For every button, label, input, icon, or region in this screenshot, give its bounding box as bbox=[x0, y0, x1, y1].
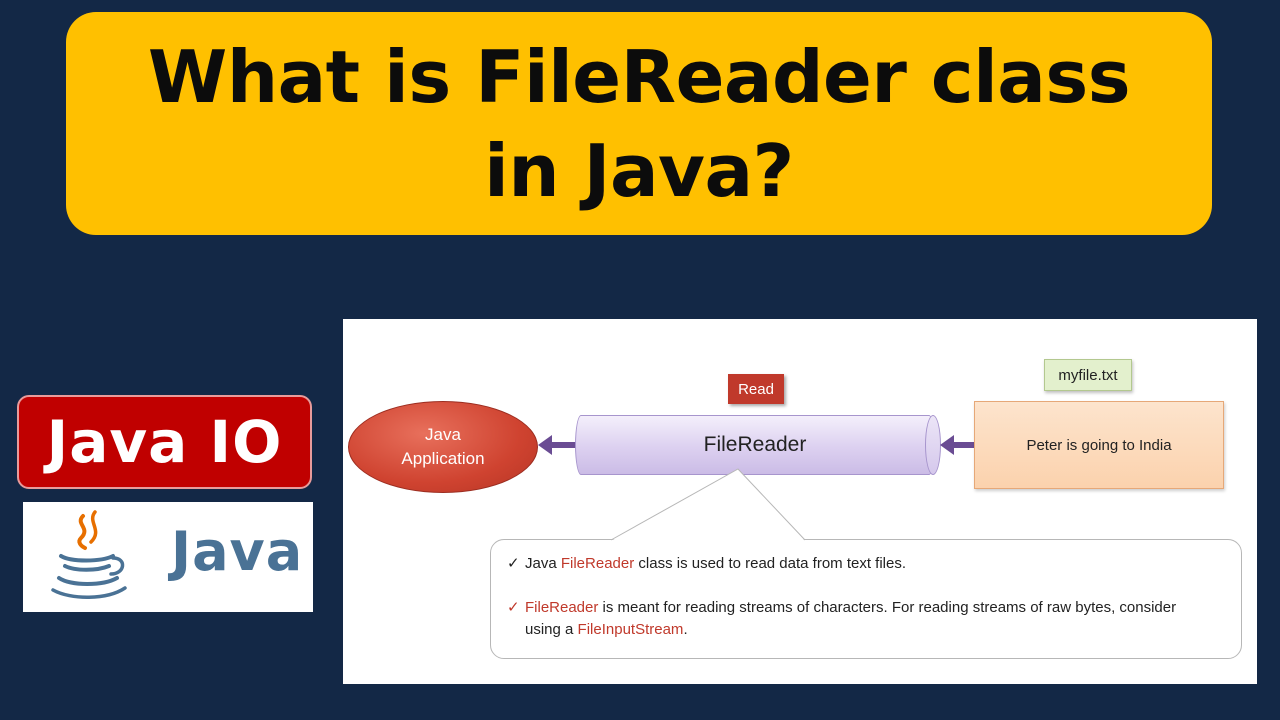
java-application-line-2: Application bbox=[401, 449, 485, 468]
callout-item-1: ✓Java FileReader class is used to read d… bbox=[507, 553, 1227, 575]
java-logo: Java bbox=[23, 502, 313, 612]
filereader-node: FileReader bbox=[575, 415, 935, 475]
java-logo-text: Java bbox=[171, 520, 304, 583]
check-icon: ✓ bbox=[507, 555, 520, 572]
title-banner: What is FileReader class in Java? bbox=[66, 12, 1212, 235]
file-content-text: Peter is going to India bbox=[1026, 436, 1172, 454]
file-name-label: myfile.txt bbox=[1044, 359, 1132, 391]
arrow-left-icon bbox=[940, 435, 976, 455]
java-io-badge-label: Java IO bbox=[46, 408, 283, 476]
java-application-node: Java Application bbox=[348, 401, 538, 493]
arrow-left-icon bbox=[538, 435, 578, 455]
description-callout: ✓Java FileReader class is used to read d… bbox=[490, 539, 1242, 659]
java-coffee-cup-icon bbox=[51, 510, 127, 599]
filereader-label: FileReader bbox=[703, 433, 807, 456]
title-line-2: in Java? bbox=[484, 128, 794, 213]
java-io-badge: Java IO bbox=[17, 395, 312, 489]
java-application-line-1: Java bbox=[425, 425, 461, 444]
diagram-slide: myfile.txt Read Java Application FileRea… bbox=[343, 319, 1257, 684]
callout-item-2: ✓FileReader is meant for reading streams… bbox=[507, 599, 1177, 638]
file-content-note: Peter is going to India bbox=[974, 401, 1224, 489]
check-icon: ✓ bbox=[507, 599, 520, 616]
filereader-tube-end bbox=[925, 415, 941, 475]
title-line-1: What is FileReader class bbox=[147, 34, 1131, 119]
read-label: Read bbox=[728, 374, 784, 404]
